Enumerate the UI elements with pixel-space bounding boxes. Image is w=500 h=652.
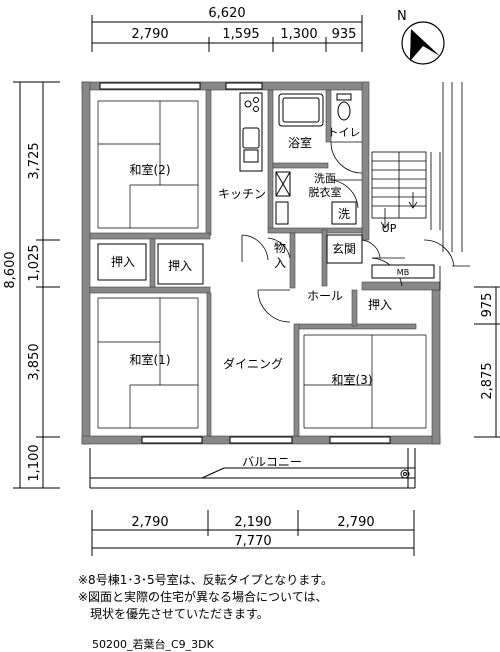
left-dimensions (13, 81, 60, 489)
washing-machine-box (331, 201, 357, 225)
dim-right-2: 2,875 (480, 362, 495, 399)
dim-bottom-3: 2,790 (337, 515, 374, 530)
label-oshiire-2: 押入 (168, 259, 192, 273)
label-washitsu-3: 和室(3) (332, 372, 373, 387)
staircase (371, 82, 470, 290)
label-datsuishitsu: 脱衣室 (309, 185, 342, 199)
label-washitsu-2: 和室(2) (130, 162, 171, 177)
dim-top-4: 935 (332, 27, 357, 42)
label-bath: 浴室 (288, 135, 312, 150)
dim-left-4: 1,100 (27, 444, 42, 481)
plan-code: 50200_若葉台_C9_3DK (92, 638, 214, 651)
dim-bottom-1: 2,790 (131, 515, 168, 530)
label-toilet: トイレ (328, 126, 361, 139)
tatami-lines (97, 100, 427, 429)
kitchen-counter (239, 92, 263, 172)
dim-left-1: 3,725 (27, 142, 42, 179)
compass-label: N (397, 9, 407, 24)
dim-left-2: 1,025 (27, 244, 42, 281)
windows (99, 82, 391, 444)
right-dimensions (474, 286, 500, 438)
dim-top-3: 1,300 (280, 27, 317, 42)
note-line: ※8号棟1･3･5号室は、反転タイプとなります。 (78, 573, 334, 587)
dim-bottom-total: 7,770 (234, 534, 271, 549)
dim-left-total: 8,600 (3, 251, 18, 288)
label-balcony: バルコニー (242, 455, 302, 469)
closets (97, 243, 204, 285)
notes: ※8号棟1･3･5号室は、反転タイプとなります。 ※図面と実際の住宅が異なる場合… (78, 572, 333, 623)
dim-top-total: 6,620 (208, 6, 245, 21)
bathtub (278, 93, 324, 127)
label-oshiire-3: 押入 (368, 298, 392, 312)
dim-bottom-2: 2,190 (234, 515, 271, 530)
note-line: 現状を優先させていただきます。 (78, 607, 269, 621)
mb-box (371, 264, 435, 279)
genkan-box (326, 234, 363, 264)
label-oshiire-1: 押入 (111, 255, 135, 269)
balcony-outline (89, 448, 416, 489)
label-dining: ダイニング (223, 356, 283, 371)
toilet-fixture (336, 93, 352, 121)
note-line: ※図面と実際の住宅が異なる場合については、 (78, 590, 328, 604)
bottom-dimensions (91, 510, 415, 556)
dim-right-1: 975 (480, 293, 495, 318)
refrigerator-space (275, 171, 291, 225)
top-dimensions (91, 15, 363, 52)
doors (241, 141, 405, 323)
dim-top-2: 1,595 (222, 27, 259, 42)
label-kitchen: キッチン (218, 187, 266, 201)
compass-icon (401, 21, 445, 65)
label-genkan: 玄関 (332, 241, 356, 256)
label-senmen: 洗面 (314, 172, 336, 185)
label-washitsu-1: 和室(1) (130, 352, 171, 367)
label-mb: MB (397, 268, 409, 277)
dim-left-3: 3,850 (27, 343, 42, 380)
label-hall: ホール (307, 289, 343, 303)
dim-top-1: 2,790 (131, 27, 168, 42)
label-mono-1: 物 (274, 241, 286, 255)
label-mono-2: 入 (274, 256, 286, 270)
label-up: UP (382, 222, 397, 235)
label-washer: 洗 (338, 207, 350, 221)
